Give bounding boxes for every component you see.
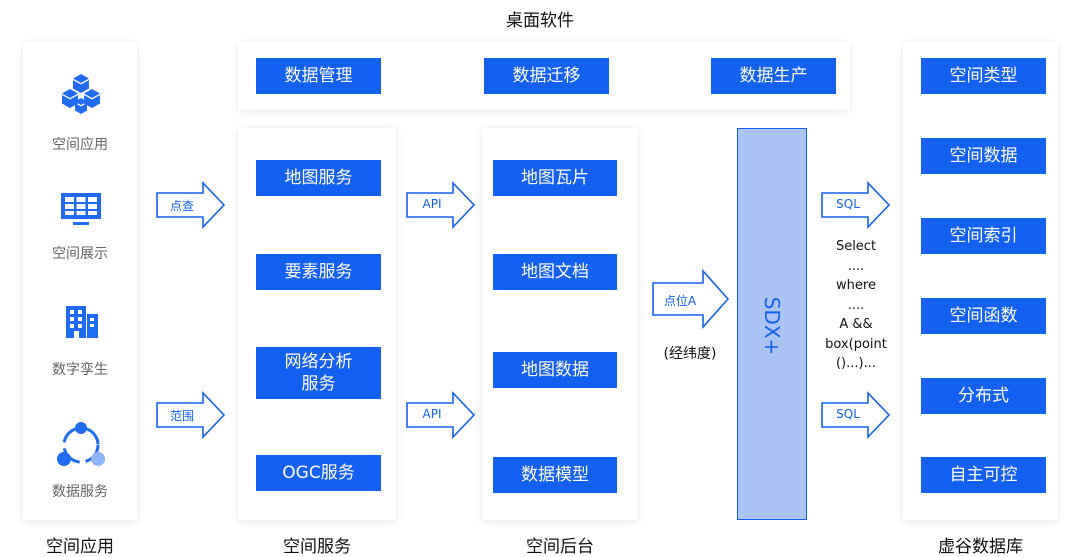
sql-arrow-bottom [821,391,891,439]
sdx-column [737,128,807,520]
cube-cluster-icon [62,74,100,114]
backend-item-map-data[interactable]: 地图数据 [493,352,617,388]
service-item-feature-service[interactable]: 要素服务 [256,254,381,290]
desktop-software-title: 桌面软件 [506,11,574,31]
point-a-label: 点位A [663,294,697,308]
sql-code-line: .... [847,258,865,274]
bottom-title-spatial-application: 空间应用 [46,537,114,557]
spatial-application-panel [23,42,137,520]
backend-item-map-document[interactable]: 地图文档 [493,254,617,290]
sql-code-line: A && [839,317,873,332]
database-panel [903,42,1058,520]
lat-lng-note: (经纬度) [663,346,717,362]
service-item-ogc-service[interactable]: OGC服务 [256,455,381,491]
db-item-spatial-index[interactable]: 空间索引 [921,218,1046,254]
sdx-label: SDX+ [760,296,784,356]
range-arrow [156,391,226,439]
point-query-label: 点查 [169,199,194,213]
sql-code-line: Select [835,239,877,254]
network-icon [57,422,105,466]
db-item-distributed[interactable]: 分布式 [921,378,1046,414]
api-arrow-bottom [406,391,476,439]
sql-code-line: ()...)... [835,356,876,371]
db-item-spatial-data[interactable]: 空间数据 [921,138,1046,174]
sql-arrow-top [821,181,891,229]
desktop-item-data-production[interactable]: 数据生产 [711,58,836,94]
service-item-map-service[interactable]: 地图服务 [256,160,381,196]
sql-label-bottom: SQL [836,407,860,421]
backend-item-map-tiles[interactable]: 地图瓦片 [493,160,617,196]
desktop-item-data-migration[interactable]: 数据迁移 [484,58,609,94]
bottom-title-spatial-service: 空间服务 [283,537,351,557]
sql-code-block: Select .... where .... A && box(point ()… [818,237,894,374]
db-item-spatial-function[interactable]: 空间函数 [921,298,1046,334]
point-query-arrow [156,181,226,229]
db-item-spatial-type[interactable]: 空间类型 [921,58,1046,94]
db-item-self-controlled[interactable]: 自主可控 [921,457,1046,493]
left-label-spatial-display: 空间展示 [52,246,108,262]
api-arrow-top [406,181,476,229]
building-icon [66,306,98,338]
api-label-bottom: API [422,407,442,421]
backend-item-data-model[interactable]: 数据模型 [493,457,617,493]
sql-code-line: where [836,278,876,293]
service-item-network-analysis[interactable]: 网络分析 服务 [256,347,381,399]
bottom-title-database: 虚谷数据库 [938,537,1023,557]
left-label-digital-twin: 数字孪生 [52,362,108,378]
monitor-icon [61,193,101,225]
bottom-title-spatial-backend: 空间后台 [526,537,594,557]
range-label: 范围 [169,409,194,423]
api-label-top: API [422,197,442,211]
point-a-arrow [652,268,730,330]
left-label-data-service: 数据服务 [52,484,108,500]
desktop-item-data-management[interactable]: 数据管理 [256,58,381,94]
left-label-spatial-application: 空间应用 [52,137,108,153]
sql-code-line: .... [847,297,865,313]
sql-code-line: box(point [825,336,887,352]
sql-label-top: SQL [836,197,860,211]
